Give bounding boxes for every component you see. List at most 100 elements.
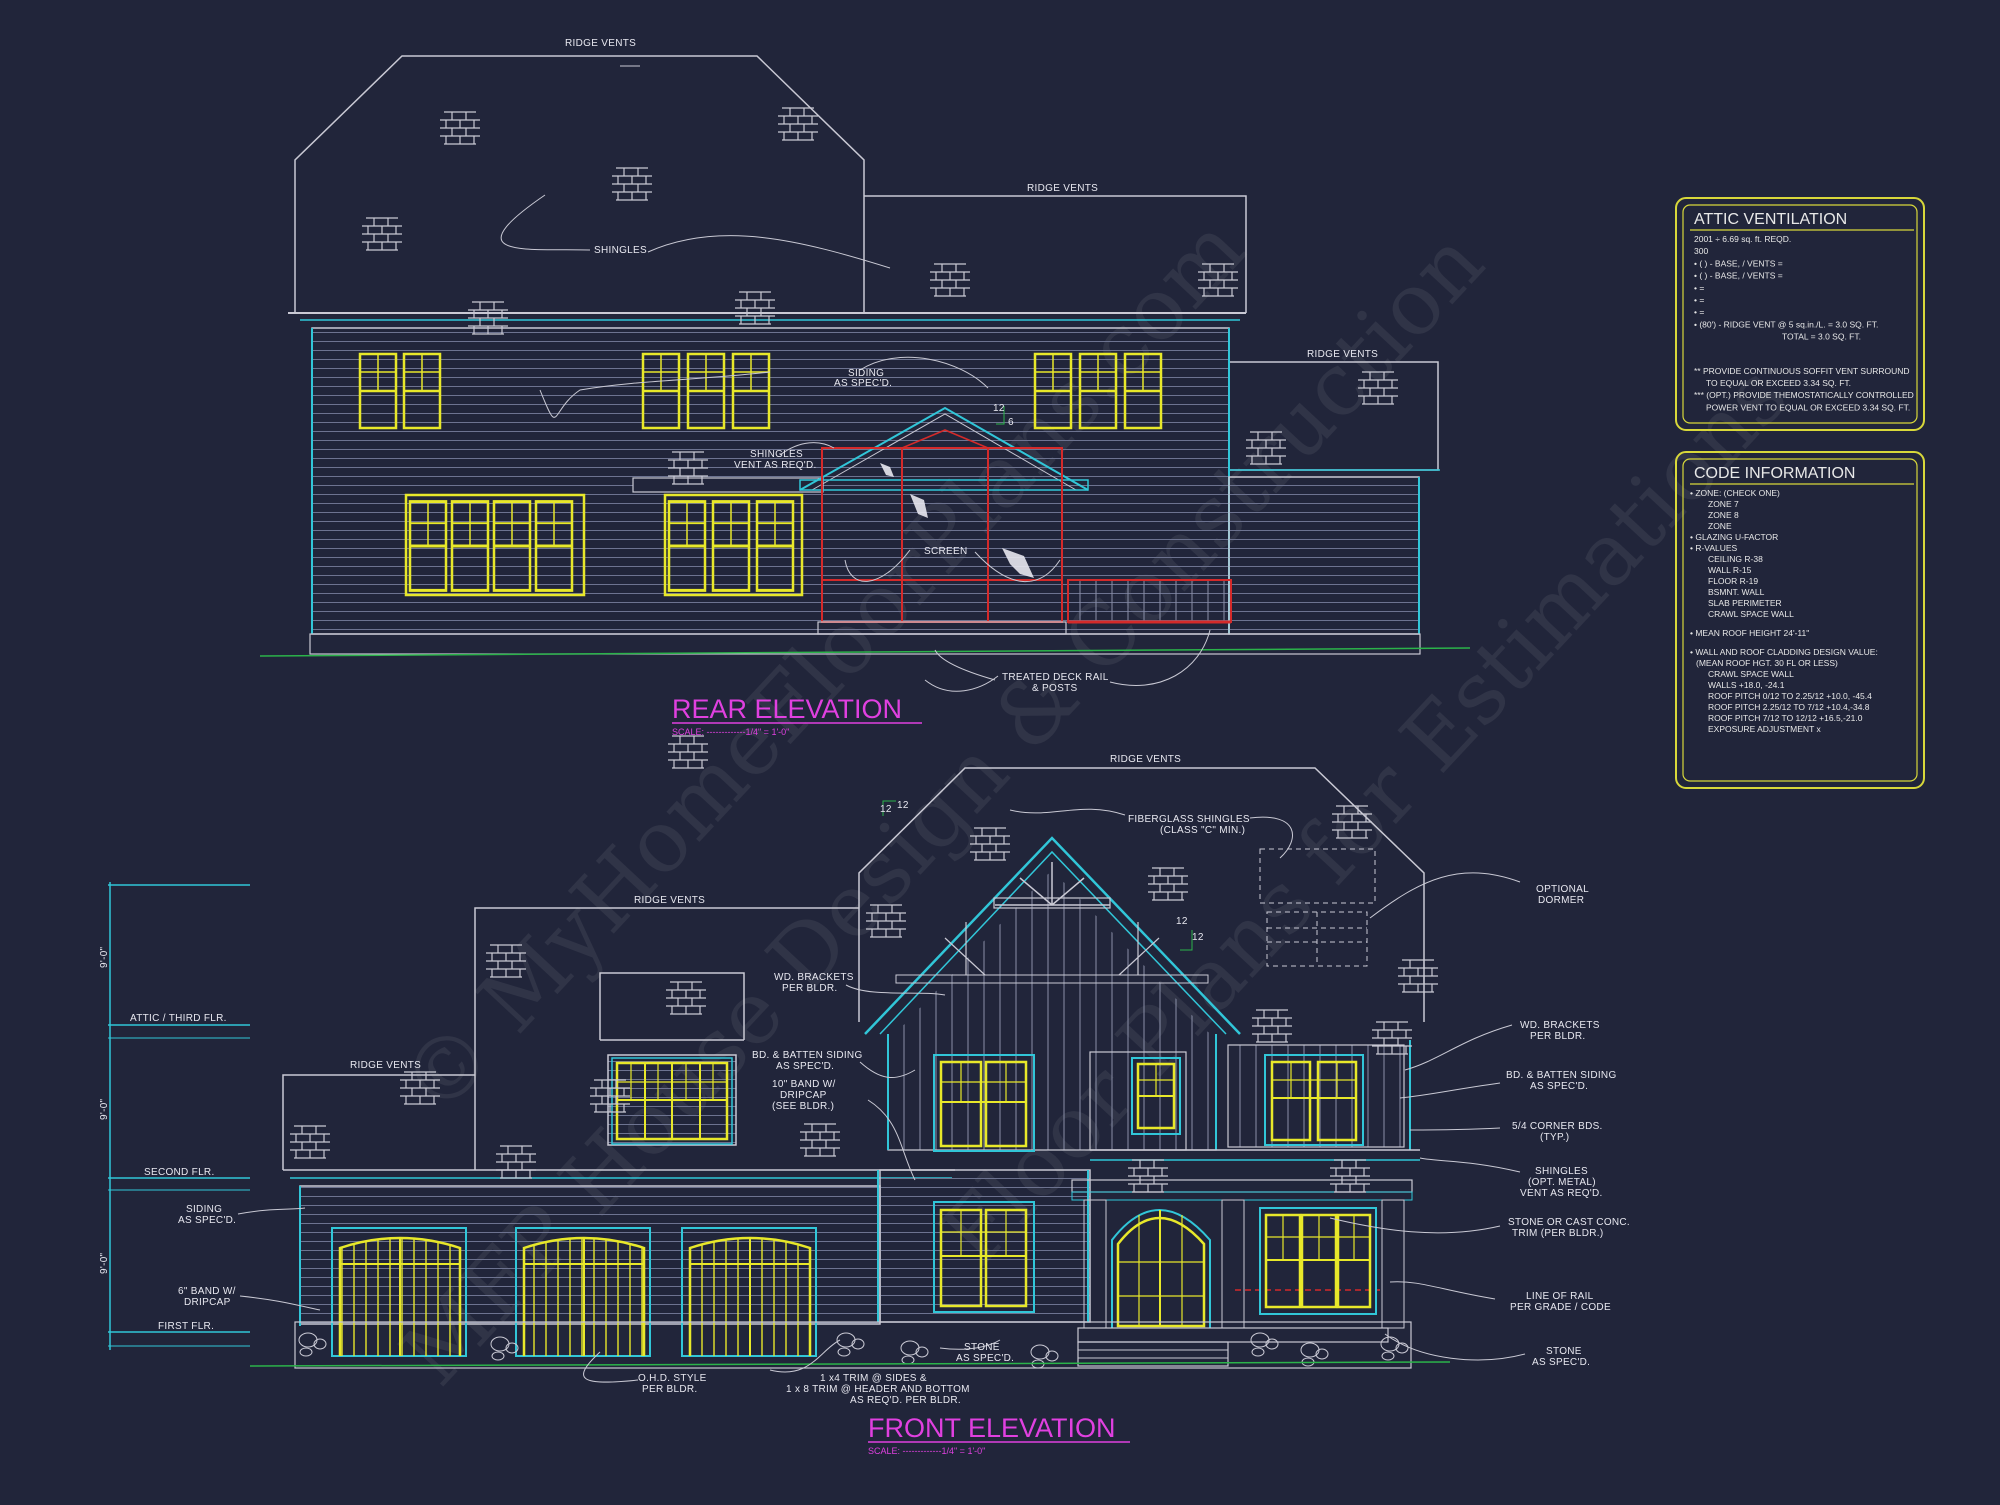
label-ridge-vents: RIDGE VENTS <box>565 38 636 49</box>
rear-wing-wall <box>1228 476 1420 635</box>
front-leader-lines <box>237 808 1526 1383</box>
label-deck-rail: TREATED DECK RAIL <box>1002 672 1109 683</box>
front-elevation-scale: SCALE: -------------1/4" = 1'-0" <box>868 1446 985 1456</box>
label-trim: 1 x4 TRIM @ SIDES & <box>820 1373 927 1384</box>
label-ridge-vents: RIDGE VENTS <box>350 1060 421 1071</box>
code-information-line: CRAWL SPACE WALL <box>1708 669 1794 679</box>
front-elevation: ATTIC / THIRD FLR. SECOND FLR. FIRST FLR… <box>99 735 1630 1456</box>
attic-ventilation-line: • = <box>1694 307 1704 317</box>
front-porch <box>1071 1179 1413 1367</box>
front-upper-window-right <box>1264 1054 1364 1146</box>
attic-ventilation-line: 300 <box>1694 246 1708 256</box>
rear-elevation-title: REAR ELEVATION <box>672 694 902 724</box>
label-wd-brackets-right: WD. BRACKETS <box>1520 1020 1600 1031</box>
label-shingles-vent: SHINGLES <box>750 449 803 460</box>
code-information-line: • R-VALUES <box>1690 543 1738 553</box>
code-information-line: EXPOSURE ADJUSTMENT x <box>1708 724 1821 734</box>
label-optional-dormer: DORMER <box>1538 895 1584 906</box>
code-information-line: WALL R-15 <box>1708 565 1752 575</box>
label-pitch: 12 <box>1176 916 1188 927</box>
label-bd-batten-right: BD. & BATTEN SIDING <box>1506 1070 1617 1081</box>
code-information-line: ROOF PITCH 2.25/12 TO 7/12 +10.4,-34.8 <box>1708 702 1870 712</box>
label-trim: AS REQ'D. PER BLDR. <box>850 1395 961 1406</box>
label-wd-brackets: WD. BRACKETS <box>774 972 854 983</box>
code-information-line: • WALL AND ROOF CLADDING DESIGN VALUE: <box>1690 647 1878 657</box>
code-information-line: ZONE 8 <box>1708 510 1739 520</box>
rear-main-roof <box>294 55 865 313</box>
garage-door-1 <box>331 1227 467 1357</box>
label-ridge-vents: RIDGE VENTS <box>1307 349 1378 360</box>
rear-middle-roof <box>864 195 1247 313</box>
attic-ventilation-panel: ATTIC VENTILATION 2001 ÷ 6.69 sq. ft. RE… <box>1675 197 1925 431</box>
label-band-dripcap: 10" BAND W/ <box>772 1079 836 1090</box>
front-elevation-title: FRONT ELEVATION <box>868 1413 1116 1443</box>
code-information-line: • ZONE: (CHECK ONE) <box>1690 488 1780 498</box>
code-information-line: CEILING R-38 <box>1708 554 1763 564</box>
code-information-panel: CODE INFORMATION • ZONE: (CHECK ONE)ZONE… <box>1675 451 1925 789</box>
front-first-window-right <box>1259 1207 1377 1315</box>
attic-ventilation-line: *** (OPT.) PROVIDE THEMOSTATICALLY CONTR… <box>1694 390 1914 400</box>
label-screen: SCREEN <box>924 546 967 557</box>
code-information-line: ROOF PITCH 0/12 TO 2.25/12 +10.0, -45.4 <box>1708 691 1872 701</box>
rear-elevation-scale: SCALE: -------------1/4" = 1'-0" <box>672 727 789 737</box>
attic-ventilation-line: • ( ) - BASE, / VENTS = <box>1694 258 1783 268</box>
label-shingles-metal: VENT AS REQ'D. <box>1520 1188 1603 1199</box>
label-band-dripcap: (SEE BLDR.) <box>772 1101 834 1112</box>
label-optional-dormer: OPTIONAL <box>1536 884 1589 895</box>
label-siding: SIDING <box>186 1204 222 1215</box>
label-bd-batten: BD. & BATTEN SIDING <box>752 1050 863 1061</box>
label-bd-batten-right: AS SPEC'D. <box>1530 1081 1588 1092</box>
rear-lower-window-1 <box>404 493 586 597</box>
label-shingles-metal: (OPT. METAL) <box>1528 1177 1596 1188</box>
code-information-line: (MEAN ROOF HGT. 30 FL OR LESS) <box>1696 658 1838 668</box>
attic-ventilation-line: ** PROVIDE CONTINUOUS SOFFIT VENT SURROU… <box>1694 366 1910 376</box>
label-pitch: 6 <box>1008 417 1014 428</box>
code-information-line: WALLS +18.0, -24.1 <box>1708 680 1785 690</box>
attic-ventilation-line: • (80') - RIDGE VENT @ 5 sq.in./L. = 3.0… <box>1694 319 1878 329</box>
label-wd-brackets-right: PER BLDR. <box>1530 1031 1586 1042</box>
label-ridge-vents: RIDGE VENTS <box>634 895 705 906</box>
dimension-9ft: 9'-0" <box>99 946 110 968</box>
label-ridge-vents: RIDGE VENTS <box>1110 754 1181 765</box>
front-dormer-window <box>615 1061 729 1141</box>
front-garage-roof <box>282 1074 475 1170</box>
code-information-line: ZONE 7 <box>1708 499 1739 509</box>
label-pitch: 12 <box>1192 932 1204 943</box>
label-stone-mid: AS SPEC'D. <box>956 1353 1014 1364</box>
label-stone-right: STONE <box>1546 1346 1582 1357</box>
label-line-of-rail: LINE OF RAIL <box>1526 1291 1594 1302</box>
code-information-line: • MEAN ROOF HEIGHT 24'-11" <box>1690 628 1809 638</box>
code-information-line: BSMNT. WALL <box>1708 587 1765 597</box>
attic-ventilation-line: • = <box>1694 283 1704 293</box>
code-information-line: ZONE <box>1708 521 1732 531</box>
attic-ventilation-line: • ( ) - BASE, / VENTS = <box>1694 271 1783 281</box>
label-band-6: 6" BAND W/ <box>178 1286 236 1297</box>
code-information-line: FLOOR R-19 <box>1708 576 1758 586</box>
label-corner-boards: 5/4 CORNER BDS. <box>1512 1121 1603 1132</box>
garage-door-2 <box>515 1227 651 1357</box>
attic-ventilation-line: • = <box>1694 295 1704 305</box>
front-first-window-center <box>933 1201 1035 1313</box>
front-dormer <box>599 972 745 1040</box>
label-band-dripcap: DRIPCAP <box>780 1090 827 1101</box>
label-wd-brackets: PER BLDR. <box>782 983 838 994</box>
front-mid-roof <box>474 907 859 1170</box>
front-optional-dormer <box>1259 848 1376 967</box>
label-ridge-vents: RIDGE VENTS <box>1027 183 1098 194</box>
attic-ventilation-line: POWER VENT TO EQUAL OR EXCEED 3.34 SQ. F… <box>1706 402 1910 412</box>
attic-ventilation-line: TOTAL = 3.0 SQ. FT. <box>1782 332 1861 342</box>
attic-ventilation-title: ATTIC VENTILATION <box>1694 211 1847 228</box>
rear-lower-window-2 <box>663 493 804 597</box>
label-shingles-vent: VENT AS REQ'D. <box>734 460 817 471</box>
code-information-line: CRAWL SPACE WALL <box>1708 609 1794 619</box>
attic-ventilation-line: TO EQUAL OR EXCEED 3.34 SQ. FT. <box>1706 378 1851 388</box>
front-upper-window-small <box>1131 1057 1181 1135</box>
label-deck-rail: & POSTS <box>1032 683 1077 694</box>
label-band-6: DRIPCAP <box>184 1297 231 1308</box>
attic-ventilation-lines: 2001 ÷ 6.69 sq. ft. REQD.300• ( ) - BASE… <box>1694 234 1914 412</box>
code-information-line: • GLAZING U-FACTOR <box>1690 532 1778 542</box>
dimension-9ft: 9'-0" <box>99 1098 110 1120</box>
label-ohd-style: O.H.D. STYLE <box>638 1373 707 1384</box>
